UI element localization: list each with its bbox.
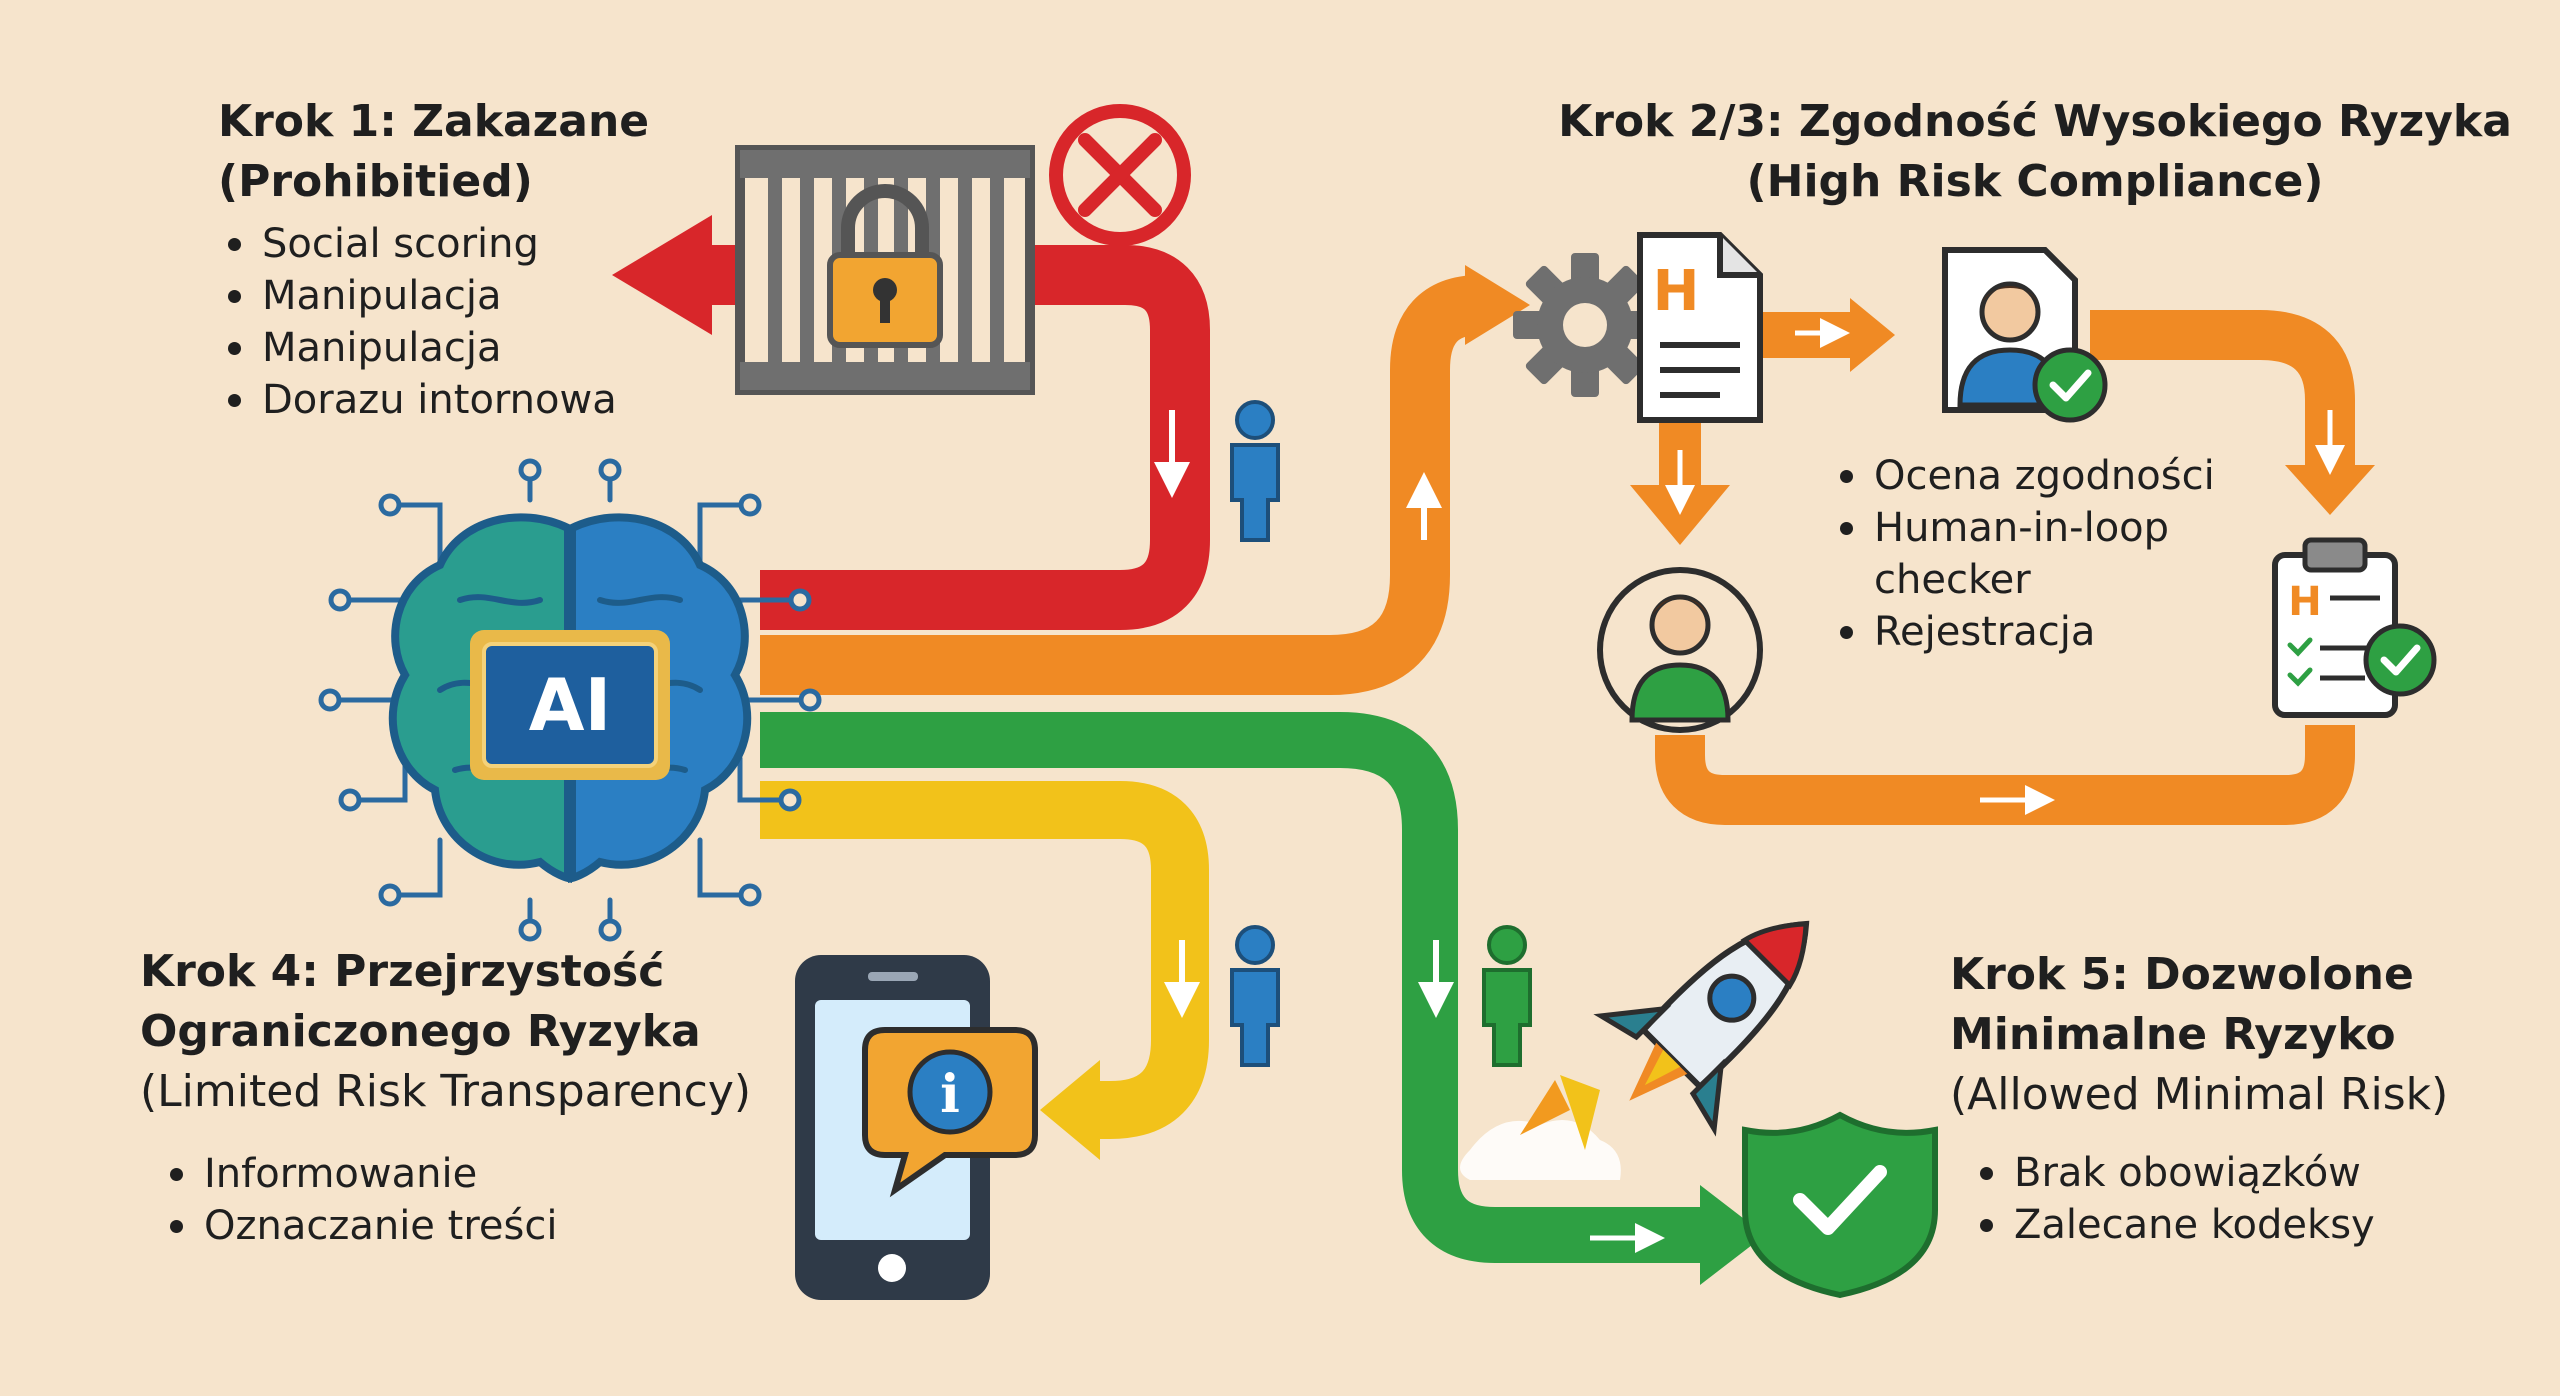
gear-icon <box>1513 253 1657 397</box>
high-risk-step: Krok 2/3: Zgodność Wysokiego Ryzyka (Hig… <box>1555 92 2515 212</box>
limited-risk-heading-line3: (Limited Risk Transparency) <box>140 1066 752 1117</box>
document-icon: H <box>1637 232 1763 423</box>
document-letter: H <box>1653 259 1700 324</box>
prohibited-bullet-3: Manipulacja <box>218 322 678 374</box>
minimal-risk-heading-line2: Minimalne Ryzyko <box>1950 1009 2396 1060</box>
prohibited-flow <box>612 215 1210 630</box>
limited-risk-flow <box>760 781 1209 1160</box>
minimal-risk-step: Krok 5: Dozwolone Minimalne Ryzyko (Allo… <box>1950 945 2540 1251</box>
limited-risk-step: Krok 4: Przejrzystość Ograniczonego Ryzy… <box>140 942 800 1252</box>
ai-brain-icon: AI <box>318 458 822 942</box>
minimal-risk-flow <box>760 712 1765 1285</box>
person-icon-red-path <box>1230 400 1280 542</box>
prohibited-x-icon <box>1049 104 1191 246</box>
prohibited-heading-line1: Krok 1: Zakazane <box>218 96 650 147</box>
rocket-icon <box>1460 920 1810 1180</box>
prohibited-bullet-1: Social scoring <box>218 218 678 270</box>
high-risk-bullet-2: Human-in-loop <box>1830 502 2250 554</box>
prohibited-heading-line2: (Prohibitied) <box>218 156 533 207</box>
high-risk-bullet-3: checker <box>1874 557 2031 603</box>
high-risk-bullet-1: Ocena zgodności <box>1830 450 2250 502</box>
limited-risk-bullet-list: Informowanie Oznaczanie treści <box>160 1148 800 1252</box>
checkmark-badge-icon <box>2032 347 2108 423</box>
minimal-risk-bullet-1: Brak obowiązków <box>1970 1147 2540 1199</box>
high-risk-flow <box>760 265 2375 825</box>
minimal-risk-bullet-2: Zalecane kodeksy <box>1970 1199 2540 1251</box>
limited-risk-bullet-2: Oznaczanie treści <box>160 1200 800 1252</box>
limited-risk-heading-line1: Krok 4: Przejrzystość <box>140 946 665 997</box>
minimal-risk-heading-line3: (Allowed Minimal Risk) <box>1950 1069 2449 1120</box>
clipboard-letter: H <box>2288 579 2321 625</box>
person-icon-green-path <box>1482 925 1532 1067</box>
prohibited-bullet-2: Manipulacja <box>218 270 678 322</box>
prohibited-bullet-4: Dorazu intornowa <box>218 374 678 426</box>
limited-risk-bullet-1: Informowanie <box>160 1148 800 1200</box>
ai-chip-label: AI <box>529 663 612 747</box>
limited-risk-heading-line2: Ograniczonego Ryzyka <box>140 1006 701 1057</box>
clipboard-checklist-icon: H <box>2272 537 2437 718</box>
prohibited-bullet-list: Social scoring Manipulacja Manipulacja D… <box>218 218 678 426</box>
padlock-icon <box>827 184 943 348</box>
human-in-loop-operator-icon <box>1597 567 1763 733</box>
minimal-risk-heading-line1: Krok 5: Dozwolone <box>1950 949 2414 1000</box>
info-bubble-icon: i <box>862 1027 1038 1198</box>
high-risk-bullet-list: Ocena zgodności Human-in-loop checker Re… <box>1830 450 2250 658</box>
person-icon-yellow-path <box>1230 925 1280 1067</box>
high-risk-heading-line2: (High Risk Compliance) <box>1746 156 2324 207</box>
shield-check-icon <box>1742 1111 1938 1299</box>
minimal-risk-bullet-list: Brak obowiązków Zalecane kodeksy <box>1970 1147 2540 1251</box>
prohibited-step: Krok 1: Zakazane (Prohibitied) Social sc… <box>218 92 678 426</box>
high-risk-heading-line1: Krok 2/3: Zgodność Wysokiego Ryzyka <box>1558 96 2512 147</box>
info-letter: i <box>940 1064 960 1125</box>
high-risk-bullet-4: Rejestracja <box>1830 606 2250 658</box>
